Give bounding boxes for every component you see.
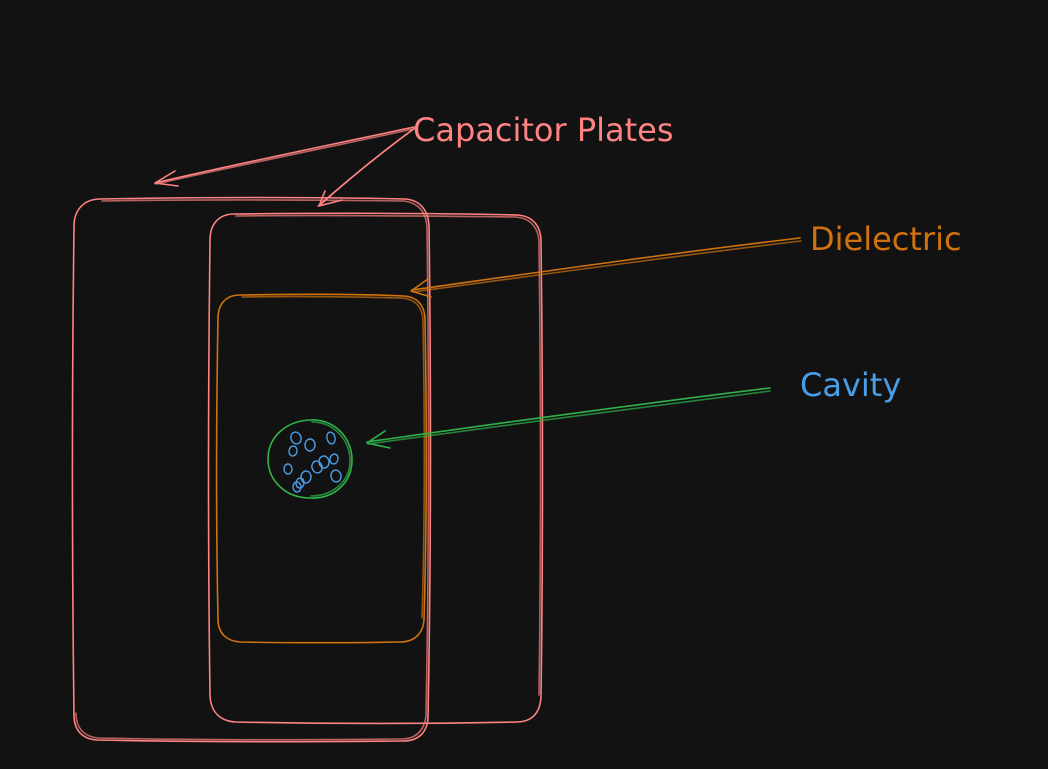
cavity-particle xyxy=(300,470,312,484)
arrow-cavity xyxy=(366,387,771,449)
label-capacitor-plates: Capacitor Plates xyxy=(413,111,674,149)
capacitor-plate-left xyxy=(71,196,432,743)
capacitor-plate-right xyxy=(207,212,544,725)
cavity-particle xyxy=(292,481,302,493)
arrow-dielectric xyxy=(410,237,802,298)
cavity-particle xyxy=(304,438,316,452)
cavity-particle xyxy=(329,453,339,465)
arrow-capacitor-plates-right xyxy=(317,127,416,207)
label-cavity: Cavity xyxy=(800,366,901,404)
cavity-particle xyxy=(326,431,336,445)
cavity-particle xyxy=(330,469,342,483)
cavity-ring xyxy=(267,419,353,499)
cavity-particle xyxy=(288,445,298,457)
label-dielectric: Dielectric xyxy=(810,220,962,258)
dielectric-block xyxy=(215,293,428,644)
cavity-particle xyxy=(311,460,323,474)
cavity-particles xyxy=(283,431,342,493)
cavity-particle xyxy=(290,431,302,445)
cavity-particle xyxy=(283,463,293,475)
arrow-capacitor-plates-left xyxy=(154,126,415,187)
